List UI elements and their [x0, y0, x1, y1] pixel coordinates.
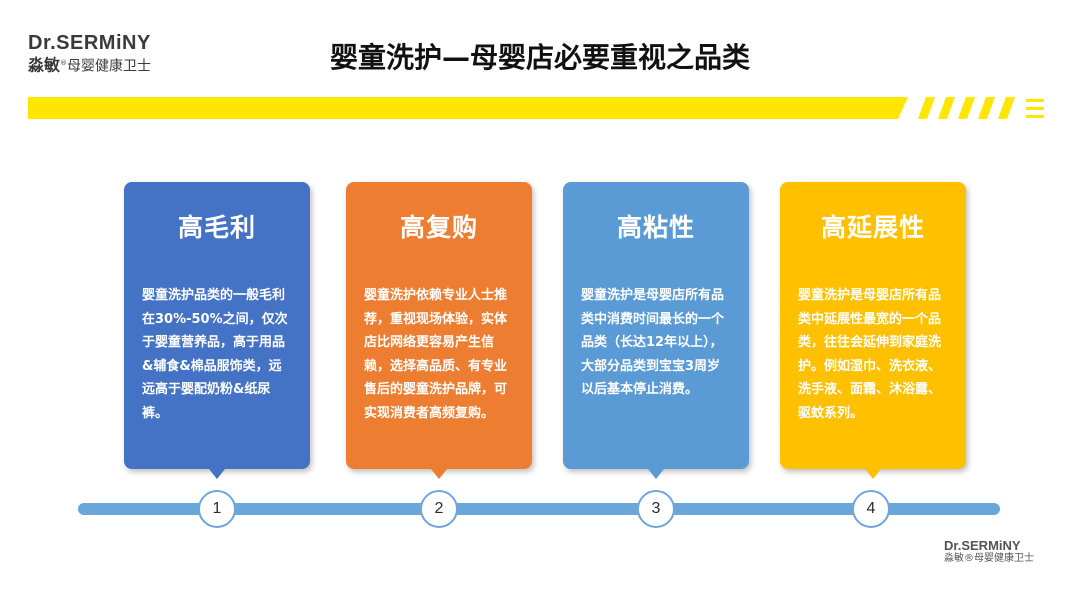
card-description: 婴童洗护品类的一般毛利在30%-50%之间，仅次于婴童营养品，高于用品&辅食&棉…: [142, 288, 288, 421]
title-underline-bar: [28, 97, 908, 119]
footer-logo-english: Dr.SERMiNY: [944, 538, 1021, 553]
logo-brand: 淼敏: [28, 55, 61, 75]
card-high-repurchase: 高复购 婴童洗护依赖专业人士推荐，重视现场体验，实体店比网络更容易产生信赖，选择…: [346, 182, 532, 479]
decorative-slash: [997, 97, 1016, 119]
card-description: 婴童洗护依赖专业人士推荐，重视现场体验，实体店比网络更容易产生信赖，选择高品质、…: [364, 288, 508, 421]
brand-logo: Dr.SERMiNY 淼敏®母婴健康卫士: [28, 32, 188, 75]
registered-mark: ®: [60, 59, 68, 67]
card-high-extensibility: 高延展性 婴童洗护是母婴店所有品类中延展性最宽的一个品类，往往会延伸到家庭洗护。…: [780, 182, 966, 479]
step-marker-3: 3: [637, 490, 675, 528]
page-title: 婴童洗护—母婴店必要重视之品类: [329, 41, 750, 74]
step-marker-2: 2: [420, 490, 458, 528]
card-title: 高复购: [399, 213, 478, 242]
footer-logo: Dr.SERMiNY 淼敏®母婴健康卫士: [944, 538, 1054, 565]
card-high-margin: 高毛利 婴童洗护品类的一般毛利在30%-50%之间，仅次于婴童营养品，高于用品&…: [124, 182, 310, 479]
step-marker-4: 4: [852, 490, 890, 528]
decorative-dash: [1026, 115, 1044, 118]
logo-slogan: 母婴健康卫士: [67, 58, 152, 75]
footer-logo-mark: ®: [964, 553, 974, 564]
card-description: 婴童洗护是母婴店所有品类中延展性最宽的一个品类，往往会延伸到家庭洗护。例如湿巾、…: [798, 288, 942, 421]
logo-chinese: 淼敏®母婴健康卫士: [28, 55, 188, 75]
decorative-slash: [937, 97, 956, 119]
footer-logo-brand: 淼敏: [944, 553, 964, 564]
decorative-slash: [917, 97, 936, 119]
card-title: 高延展性: [820, 213, 925, 242]
footer-logo-slogan: 母婴健康卫士: [974, 553, 1034, 564]
decorative-dash: [1026, 99, 1044, 102]
decorative-slash: [977, 97, 996, 119]
decorative-slash: [957, 97, 976, 119]
card-high-stickiness: 高粘性 婴童洗护是母婴店所有品类中消费时间最长的一个品类（长达12年以上），大部…: [563, 182, 749, 479]
card-title: 高粘性: [616, 213, 695, 242]
timeline-bar: [78, 503, 1000, 515]
footer-logo-chinese: 淼敏®母婴健康卫士: [944, 553, 1054, 565]
card-description: 婴童洗护是母婴店所有品类中消费时间最长的一个品类（长达12年以上），大部分品类到…: [581, 288, 725, 397]
decorative-dash: [1026, 107, 1044, 110]
card-title: 高毛利: [177, 213, 256, 242]
step-marker-1: 1: [198, 490, 236, 528]
logo-english: Dr.SERMiNY: [28, 32, 151, 54]
